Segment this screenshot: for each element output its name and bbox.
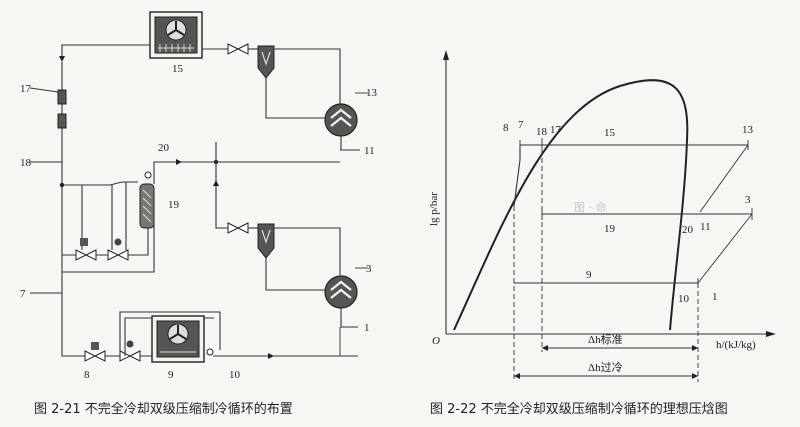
ph-diagram: O lg p/bar h/(kJ/kg) Δh标准 Δh过冷 8 7 18 17… xyxy=(428,50,776,417)
point-18: 18 xyxy=(536,126,548,138)
point-7: 7 xyxy=(518,119,524,131)
expansion-valve-top xyxy=(227,43,249,55)
evaporator-unit xyxy=(151,315,205,363)
point-19: 19 xyxy=(604,223,616,235)
oil-separator-lower xyxy=(257,223,275,259)
refrigeration-layout-diagram: 17 18 7 8 9 10 15 13 11 20 19 3 1 图 2-21… xyxy=(20,11,378,417)
condenser-unit xyxy=(149,11,203,59)
point-20: 20 xyxy=(682,224,694,236)
line-3-1 xyxy=(697,213,753,284)
point-15: 15 xyxy=(604,127,616,139)
label-11: 11 xyxy=(364,145,375,157)
label-13: 13 xyxy=(366,87,378,99)
label-18: 18 xyxy=(20,157,32,169)
point-1: 1 xyxy=(712,291,718,303)
low-stage-compressor xyxy=(324,275,358,309)
label-7: 7 xyxy=(20,288,26,300)
valves-evaporator xyxy=(84,340,141,362)
label-10: 10 xyxy=(229,369,241,381)
point-8: 8 xyxy=(503,122,509,134)
x-axis-label: h/(kJ/kg) xyxy=(716,339,756,351)
point-9: 9 xyxy=(586,269,592,281)
saturation-curve xyxy=(453,79,689,331)
label-17: 17 xyxy=(20,83,32,95)
point-3: 3 xyxy=(745,194,751,206)
label-1: 1 xyxy=(364,322,370,334)
label-9: 9 xyxy=(168,369,174,381)
label-19: 19 xyxy=(168,199,180,211)
origin-label: O xyxy=(432,335,440,347)
point-13: 13 xyxy=(742,124,754,136)
valves-intercooler xyxy=(75,238,129,261)
y-axis-label: lg p/bar xyxy=(428,192,440,226)
dh-standard-label: Δh标准 xyxy=(588,332,623,346)
sight-glass-filter xyxy=(57,89,67,129)
left-caption: 图 2-21 不完全冷却双级压缩制冷循环的布置 xyxy=(34,401,293,417)
line-13-11 xyxy=(699,144,749,213)
label-15: 15 xyxy=(172,63,184,75)
intercooler-19 xyxy=(139,183,155,229)
label-8: 8 xyxy=(84,369,90,381)
point-11: 11 xyxy=(700,221,711,233)
watermark: 图 · 命 xyxy=(574,200,607,214)
dh-sub-label: Δh过冷 xyxy=(588,361,623,374)
right-caption: 图 2-22 不完全冷却双级压缩制冷循环的理想压焓图 xyxy=(430,401,728,417)
oil-separator-upper xyxy=(257,45,275,79)
label-20: 20 xyxy=(158,142,170,154)
expansion-valve-mid xyxy=(227,222,249,234)
point-17: 17 xyxy=(550,124,562,136)
point-10: 10 xyxy=(678,293,690,305)
label-3: 3 xyxy=(366,263,372,275)
high-stage-compressor xyxy=(324,103,358,137)
